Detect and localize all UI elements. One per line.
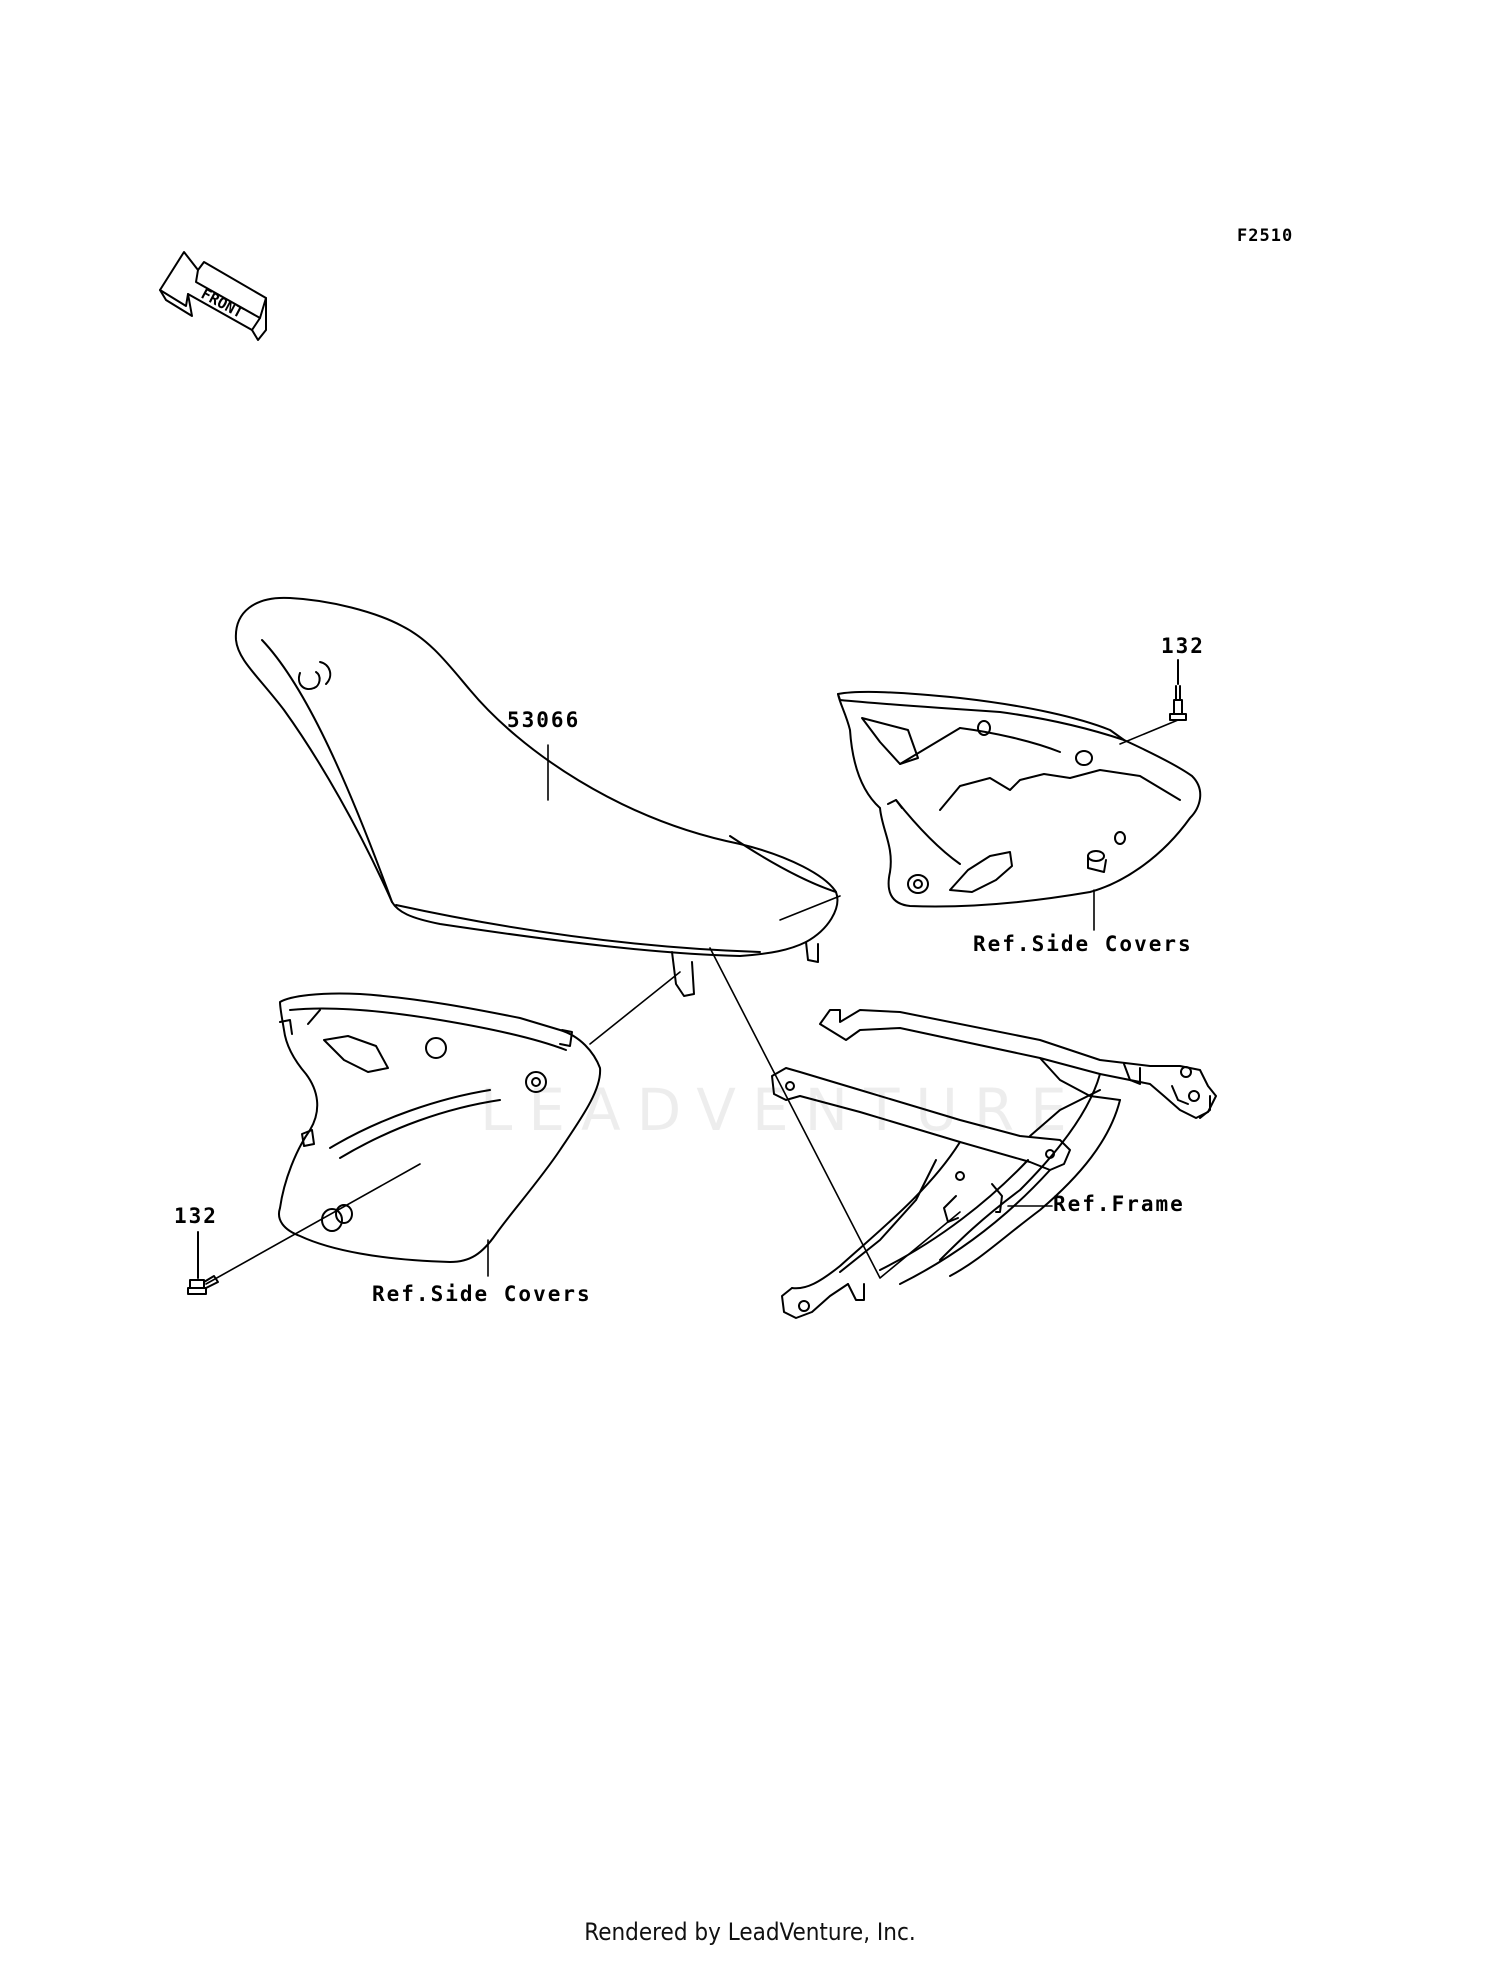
- footer-credit: Rendered by LeadVenture, Inc.: [584, 1918, 916, 1946]
- callout-ref-side-covers-right: Ref.Side Covers: [973, 932, 1193, 956]
- seat-part: [234, 596, 839, 997]
- callout-bolt-132-right: 132: [1161, 634, 1205, 658]
- callout-bolt-132-left: 132: [174, 1204, 218, 1228]
- watermark: LEADVENTURE: [480, 1076, 1083, 1144]
- leader-lines: [205, 719, 1179, 1285]
- left-side-cover: [278, 992, 602, 1263]
- figure-code: F2510: [1237, 226, 1294, 246]
- front-arrow-label: FRONT: [198, 285, 246, 322]
- right-side-cover: [837, 690, 1202, 908]
- callout-ref-frame: Ref.Frame: [1053, 1192, 1185, 1216]
- bolt-right-part: [1169, 659, 1187, 721]
- rear-frame-part: [771, 1009, 1217, 1319]
- front-arrow-icon: FRONT: [159, 251, 267, 341]
- callout-ref-side-covers-left: Ref.Side Covers: [372, 1282, 592, 1306]
- bolt-left-part: [187, 1231, 219, 1295]
- callout-seat-53066: 53066: [507, 708, 581, 732]
